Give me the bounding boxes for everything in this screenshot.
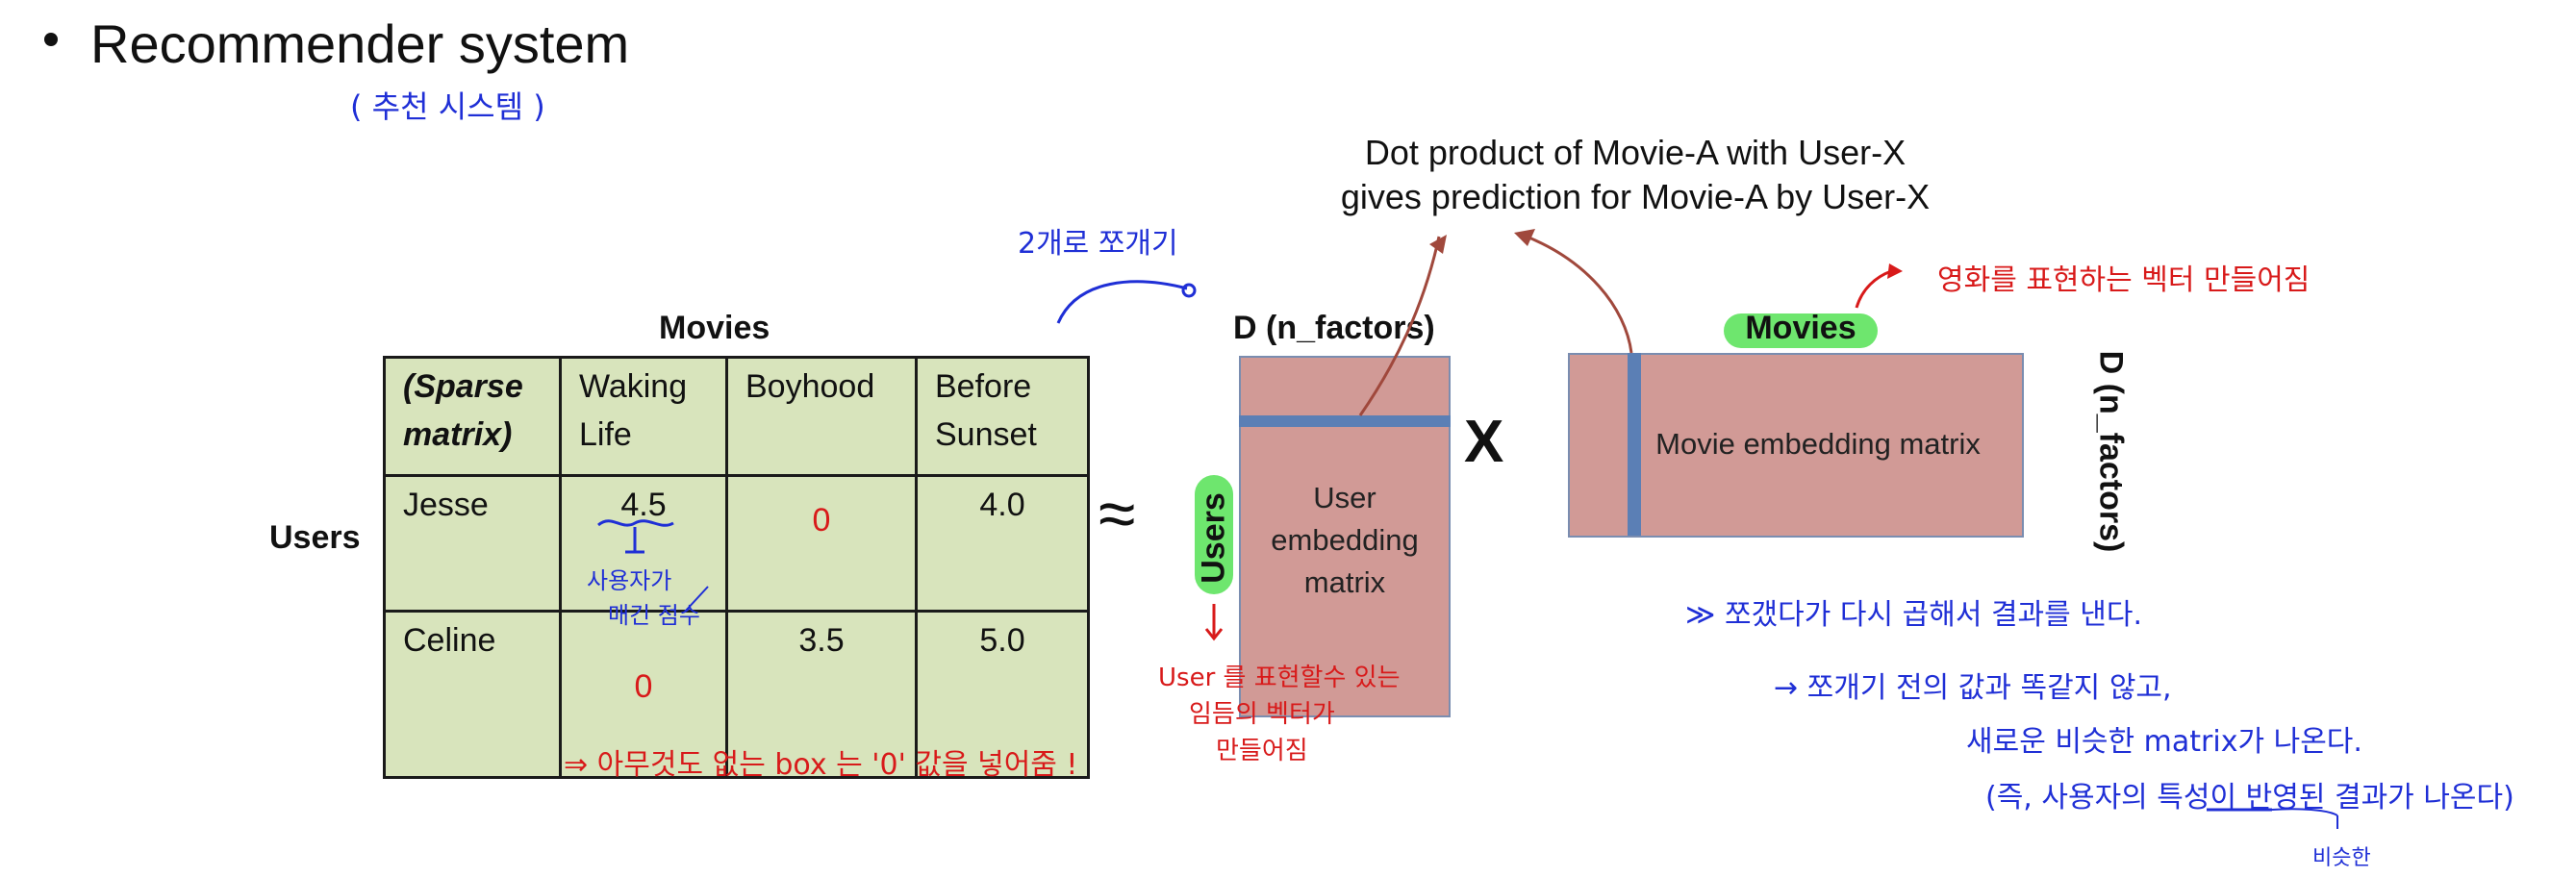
user-embedding-text: User embedding matrix xyxy=(1239,477,1451,604)
movies-highlight xyxy=(1724,313,1878,348)
movie-note-arrow-head-icon xyxy=(1887,263,1903,279)
table-row: Jesse 4.5 0 4.0 xyxy=(383,474,1090,613)
row-label-celine: Celine xyxy=(383,610,562,779)
dot-product-line1: Dot product of Movie-A with User-X xyxy=(1364,133,1907,172)
movie-to-caption-arrow xyxy=(1521,233,1633,354)
movie-note-arrow xyxy=(1855,269,1892,309)
user-vector-band xyxy=(1239,415,1451,427)
movie-embedding-movies-label: Movies xyxy=(1745,310,1856,346)
cell-jesse-boyhood: 0 xyxy=(725,474,918,613)
note-user-vector-line2: 임듬의 벡터가 xyxy=(1189,700,1335,729)
user-embedding-text-line2: embedding xyxy=(1271,523,1419,557)
dot-product-line2: gives prediction for Movie-A by User-X xyxy=(1340,177,1931,216)
table-header-row: (Sparse matrix) Waking Life Boyhood Befo… xyxy=(383,356,1090,477)
note-multiply-again: ≫ 쪼갰다가 다시 곱해서 결과를 낸다. xyxy=(1685,598,2143,632)
split-arc-end-icon xyxy=(1181,283,1197,298)
column-header-boyhood: Boyhood xyxy=(725,356,918,477)
table-row: Celine 0 3.5 5.0 xyxy=(383,610,1090,779)
multiply-symbol: X xyxy=(1464,409,1504,475)
user-arrow-head-icon xyxy=(1429,235,1447,254)
column-header-waking-life: Waking Life xyxy=(559,356,728,477)
column-header-before-sunset: Before Sunset xyxy=(915,356,1090,477)
cell-celine-before-sunset: 5.0 xyxy=(915,610,1090,779)
column-header-line2: Sunset xyxy=(935,416,1037,453)
note-user-rated-line1: 사용자가 xyxy=(587,567,672,594)
brace-down-arrow-icon xyxy=(625,527,644,554)
note-user-vector-line3: 만들어짐 xyxy=(1216,737,1308,765)
note-zero-fill: ⇒ 아무것도 없는 box 는 '0' 값을 넣어줌 ! xyxy=(564,748,1078,782)
cell-jesse-before-sunset: 4.0 xyxy=(915,474,1090,613)
movie-vector-band xyxy=(1628,353,1641,536)
dot-product-caption: Dot product of Movie-A with User-X gives… xyxy=(1250,131,2020,219)
column-header-line1: Waking xyxy=(579,368,688,405)
split-arc xyxy=(1056,280,1188,324)
bullet-icon xyxy=(44,33,58,46)
user-embedding-text-line1: User xyxy=(1313,481,1376,514)
note-similar: 비슷한 xyxy=(2312,846,2371,870)
column-header-line1: Boyhood xyxy=(745,368,875,405)
row-label-jesse: Jesse xyxy=(383,474,562,613)
movie-embedding-text: Movie embedding matrix xyxy=(1655,427,1981,461)
sparse-label-line2: matrix) xyxy=(403,416,513,453)
approx-symbol: ≈ xyxy=(1099,476,1136,551)
note-movie-vector: 영화를 표현하는 벡터 만들어짐 xyxy=(1937,263,2311,297)
title-note: ( 추천 시스템 ) xyxy=(350,88,545,125)
cell-celine-waking-life: 0 xyxy=(559,610,728,779)
brace-under-score-icon xyxy=(597,519,674,527)
users-highlight xyxy=(1195,475,1233,594)
slide-title: Recommender system xyxy=(90,13,630,74)
column-header-line1: Before xyxy=(935,368,1032,405)
users-down-arrow-icon xyxy=(1204,604,1224,641)
user-embedding-dfactors-label: D (n_factors) xyxy=(1233,310,1435,346)
cell-celine-boyhood: 3.5 xyxy=(725,610,918,779)
movie-embedding-matrix xyxy=(1568,353,2024,538)
note-split-into-two: 2개로 쪼개기 xyxy=(1018,227,1178,261)
sparse-label-line1: (Sparse xyxy=(403,368,523,405)
user-embedding-text-line3: matrix xyxy=(1303,565,1386,599)
score-pointer-icon xyxy=(684,586,709,613)
cell-jesse-waking-life: 4.5 xyxy=(559,474,728,613)
users-header: Users xyxy=(269,519,361,556)
movies-header: Movies xyxy=(659,310,770,346)
sparse-matrix-label: (Sparse matrix) xyxy=(383,356,562,477)
note-user-rated-line2: 매긴 점수 xyxy=(608,602,700,629)
note-new-matrix: 새로운 비슷한 matrix가 나온다. xyxy=(1966,725,2362,759)
column-header-line2: Life xyxy=(579,416,632,453)
note-user-vector-line1: User 를 표현할수 있는 xyxy=(1158,664,1401,692)
note-not-same: → 쪼개기 전의 값과 똑같지 않고, xyxy=(1774,671,2172,705)
user-to-caption-arrow xyxy=(1358,236,1441,416)
sparse-matrix-table: (Sparse matrix) Waking Life Boyhood Befo… xyxy=(383,356,1090,779)
movie-arrow-head-icon xyxy=(1514,229,1535,246)
underline-pointer-icon xyxy=(2271,808,2338,829)
